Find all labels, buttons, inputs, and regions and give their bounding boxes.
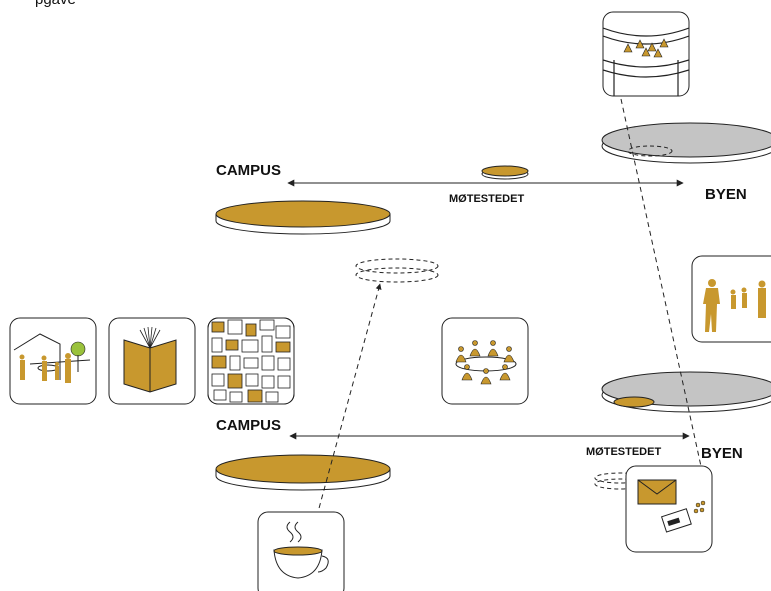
dashed-link-coffee-to-placeholder: [311, 283, 382, 535]
coffee-cup-icon: [257, 511, 345, 591]
city-label-upper: BYEN: [705, 186, 747, 203]
stadium-audience-icon: [602, 11, 690, 97]
meeting-place-label-lower: MØTESTEDET: [586, 446, 661, 458]
dashed-link-stadium-to-mail: [620, 98, 711, 504]
campus-label-lower: CAMPUS: [216, 417, 281, 434]
meeting-disc-upper: [481, 165, 529, 180]
urban-people-icon: [691, 255, 771, 343]
campus-disc-upper: [215, 200, 391, 235]
campus-people-icon: [9, 317, 97, 405]
campus-label-upper: CAMPUS: [216, 162, 281, 179]
city-label-lower: BYEN: [701, 445, 743, 462]
campus-disc-lower: [215, 454, 391, 491]
city-disc-lower: [601, 371, 771, 413]
cropped-top-text: pgave: [35, 0, 76, 8]
city-disc-upper: [601, 122, 771, 164]
city-map-icon: [207, 317, 295, 405]
meeting-table-icon: [441, 317, 529, 405]
mail-and-card-icon: [625, 465, 713, 553]
dashed-placeholder-disc: [355, 258, 439, 283]
open-book-icon: [108, 317, 196, 405]
meeting-place-label-upper: MØTESTEDET: [449, 193, 524, 205]
